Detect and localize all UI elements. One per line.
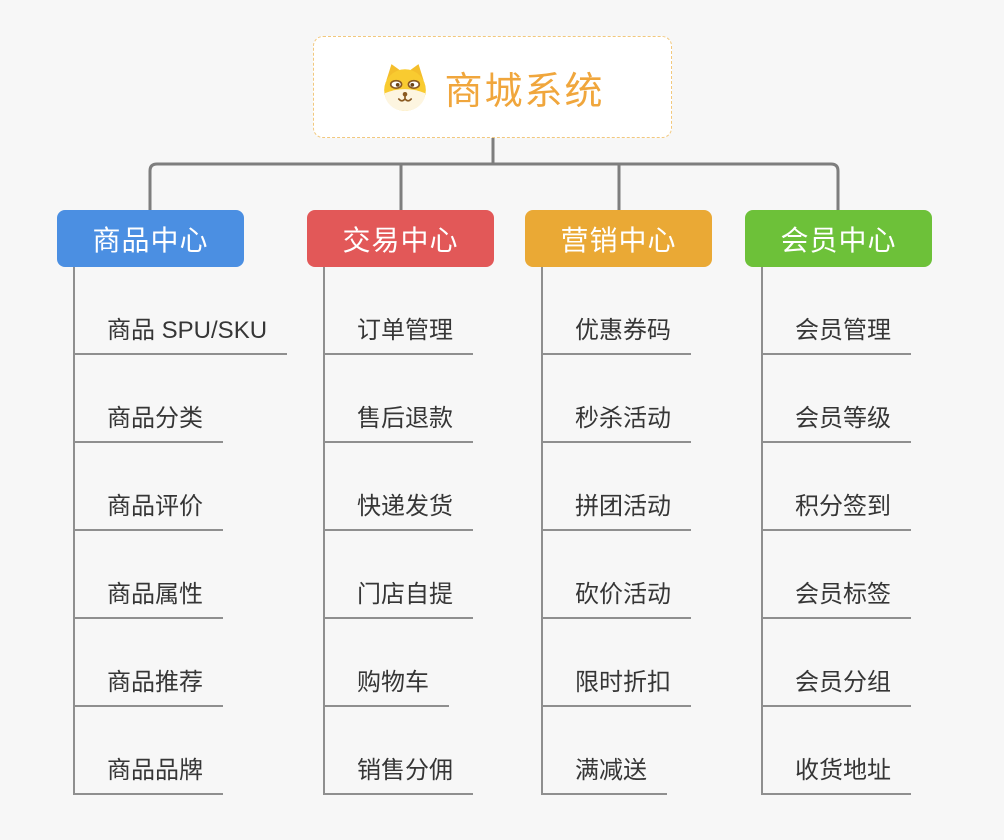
root-title: 商城系统 bbox=[444, 70, 605, 113]
leaf-item[interactable]: 销售分佣 bbox=[325, 707, 473, 795]
leaf-item[interactable]: 购物车 bbox=[325, 619, 449, 707]
leaf-item[interactable]: 拼团活动 bbox=[543, 443, 691, 531]
leaf-item[interactable]: 商品分类 bbox=[75, 355, 223, 443]
dog-face-icon bbox=[380, 62, 430, 112]
leaf-list-marketing: 优惠券码 秒杀活动 拼团活动 砍价活动 限时折扣 满减送 bbox=[541, 267, 765, 795]
leaf-item[interactable]: 订单管理 bbox=[325, 267, 473, 355]
leaf-item[interactable]: 秒杀活动 bbox=[543, 355, 691, 443]
leaf-item[interactable]: 积分签到 bbox=[763, 443, 911, 531]
leaf-item[interactable]: 优惠券码 bbox=[543, 267, 691, 355]
branch-trade-center: 交易中心 订单管理 售后退款 快递发货 门店自提 购物车 销售分佣 bbox=[307, 210, 547, 795]
leaf-list-member: 会员管理 会员等级 积分签到 会员标签 会员分组 收货地址 bbox=[761, 267, 985, 795]
branch-member-center: 会员中心 会员管理 会员等级 积分签到 会员标签 会员分组 收货地址 bbox=[745, 210, 985, 795]
leaf-item[interactable]: 商品属性 bbox=[75, 531, 223, 619]
leaf-item[interactable]: 满减送 bbox=[543, 707, 667, 795]
category-node-trade-center[interactable]: 交易中心 bbox=[307, 210, 494, 267]
leaf-item[interactable]: 商品评价 bbox=[75, 443, 223, 531]
leaf-item[interactable]: 商品品牌 bbox=[75, 707, 223, 795]
category-node-marketing-center[interactable]: 营销中心 bbox=[525, 210, 712, 267]
leaf-list-trade: 订单管理 售后退款 快递发货 门店自提 购物车 销售分佣 bbox=[323, 267, 547, 795]
leaf-item[interactable]: 商品 SPU/SKU bbox=[75, 267, 288, 355]
leaf-list-product: 商品 SPU/SKU 商品分类 商品评价 商品属性 商品推荐 商品品牌 bbox=[73, 267, 297, 795]
leaf-item[interactable]: 商品推荐 bbox=[75, 619, 223, 707]
leaf-item[interactable]: 会员分组 bbox=[763, 619, 911, 707]
branch-product-center: 商品中心 商品 SPU/SKU 商品分类 商品评价 商品属性 商品推荐 商品品牌 bbox=[57, 210, 297, 795]
leaf-item[interactable]: 限时折扣 bbox=[543, 619, 691, 707]
leaf-item[interactable]: 会员管理 bbox=[763, 267, 911, 355]
branch-marketing-center: 营销中心 优惠券码 秒杀活动 拼团活动 砍价活动 限时折扣 满减送 bbox=[525, 210, 765, 795]
leaf-item[interactable]: 快递发货 bbox=[325, 443, 473, 531]
leaf-item[interactable]: 售后退款 bbox=[325, 355, 473, 443]
leaf-item[interactable]: 门店自提 bbox=[325, 531, 473, 619]
leaf-item[interactable]: 收货地址 bbox=[763, 707, 911, 795]
leaf-item[interactable]: 会员标签 bbox=[763, 531, 911, 619]
leaf-item[interactable]: 会员等级 bbox=[763, 355, 911, 443]
category-node-member-center[interactable]: 会员中心 bbox=[745, 210, 932, 267]
leaf-item[interactable]: 砍价活动 bbox=[543, 531, 691, 619]
root-node[interactable]: 商城系统 bbox=[313, 36, 672, 138]
category-node-product-center[interactable]: 商品中心 bbox=[57, 210, 244, 267]
